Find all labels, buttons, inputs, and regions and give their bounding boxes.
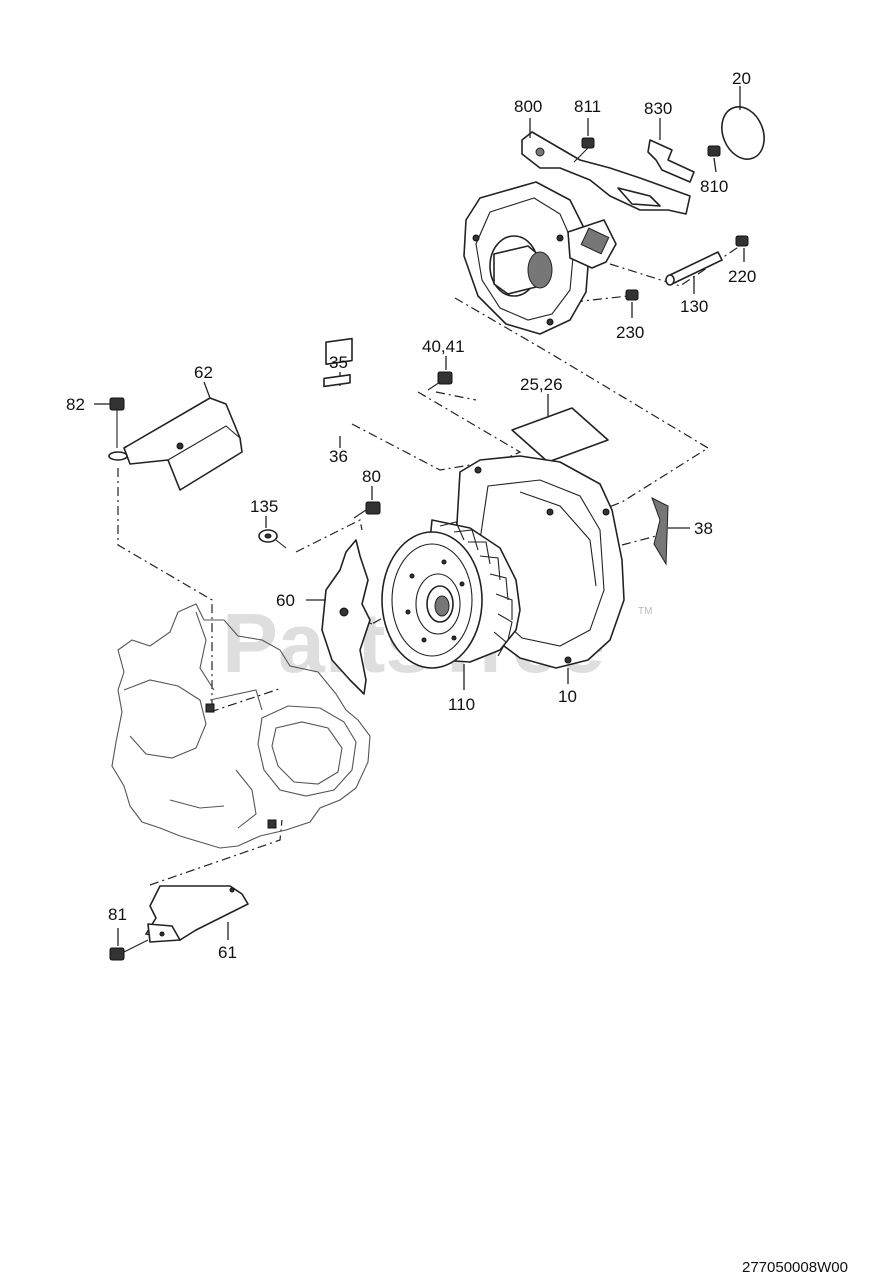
part-810-bolt[interactable] bbox=[707, 145, 721, 173]
callout-230[interactable]: 230 bbox=[616, 323, 644, 342]
callout-36[interactable]: 36 bbox=[329, 447, 348, 466]
callout-810[interactable]: 810 bbox=[700, 177, 728, 196]
part-135-washer[interactable] bbox=[258, 516, 287, 549]
part-800-bracket[interactable] bbox=[521, 118, 691, 215]
part-36-strip[interactable] bbox=[323, 374, 351, 448]
callout-130[interactable]: 130 bbox=[680, 297, 708, 316]
callout-81[interactable]: 81 bbox=[108, 905, 127, 924]
part-110-flywheel[interactable] bbox=[381, 519, 521, 690]
callout-800[interactable]: 800 bbox=[514, 97, 542, 116]
callout-25-26[interactable]: 25,26 bbox=[520, 375, 563, 394]
part-40-41-bolt[interactable] bbox=[427, 356, 453, 391]
part-81-bolt[interactable] bbox=[109, 928, 149, 961]
callout-60[interactable]: 60 bbox=[276, 591, 295, 610]
part-230-bolt[interactable] bbox=[625, 289, 639, 318]
part-62-shroud[interactable] bbox=[123, 381, 243, 491]
callout-61[interactable]: 61 bbox=[218, 943, 237, 962]
callout-10[interactable]: 10 bbox=[558, 687, 577, 706]
callout-35[interactable]: 35 bbox=[329, 353, 348, 372]
part-80-bolt[interactable] bbox=[353, 486, 381, 519]
callout-830[interactable]: 830 bbox=[644, 99, 672, 118]
callout-62[interactable]: 62 bbox=[194, 363, 213, 382]
recoil-starter-housing[interactable] bbox=[463, 181, 617, 335]
part-830-plate[interactable] bbox=[647, 118, 695, 183]
part-130-rod[interactable] bbox=[665, 251, 723, 294]
callout-40-41[interactable]: 40,41 bbox=[422, 337, 465, 356]
callout-labels: 20 800 811 830 810 220 130 230 40,41 35 … bbox=[66, 69, 756, 962]
part-61-base-plate[interactable] bbox=[145, 885, 249, 943]
callout-135[interactable]: 135 bbox=[250, 497, 278, 516]
part-38-tag[interactable] bbox=[651, 496, 690, 566]
part-20-cap[interactable] bbox=[714, 86, 771, 166]
callout-110[interactable]: 110 bbox=[448, 695, 475, 714]
engine-block-outline bbox=[111, 603, 371, 849]
part-220-bolt[interactable] bbox=[735, 235, 749, 262]
part-25-26-plate[interactable] bbox=[511, 394, 609, 463]
callout-220[interactable]: 220 bbox=[728, 267, 756, 286]
callout-80[interactable]: 80 bbox=[362, 467, 381, 486]
part-82-bolt[interactable] bbox=[94, 397, 128, 461]
trademark-text: TM bbox=[638, 606, 652, 617]
callout-20[interactable]: 20 bbox=[732, 69, 751, 88]
callout-38[interactable]: 38 bbox=[694, 519, 713, 538]
diagram-code: 277050008W00 bbox=[742, 1259, 848, 1276]
callout-82[interactable]: 82 bbox=[66, 395, 85, 414]
part-811-bolt[interactable] bbox=[573, 118, 595, 163]
part-35-label[interactable] bbox=[325, 337, 353, 386]
callout-811[interactable]: 811 bbox=[574, 97, 601, 116]
part-60-shield[interactable] bbox=[306, 539, 371, 695]
